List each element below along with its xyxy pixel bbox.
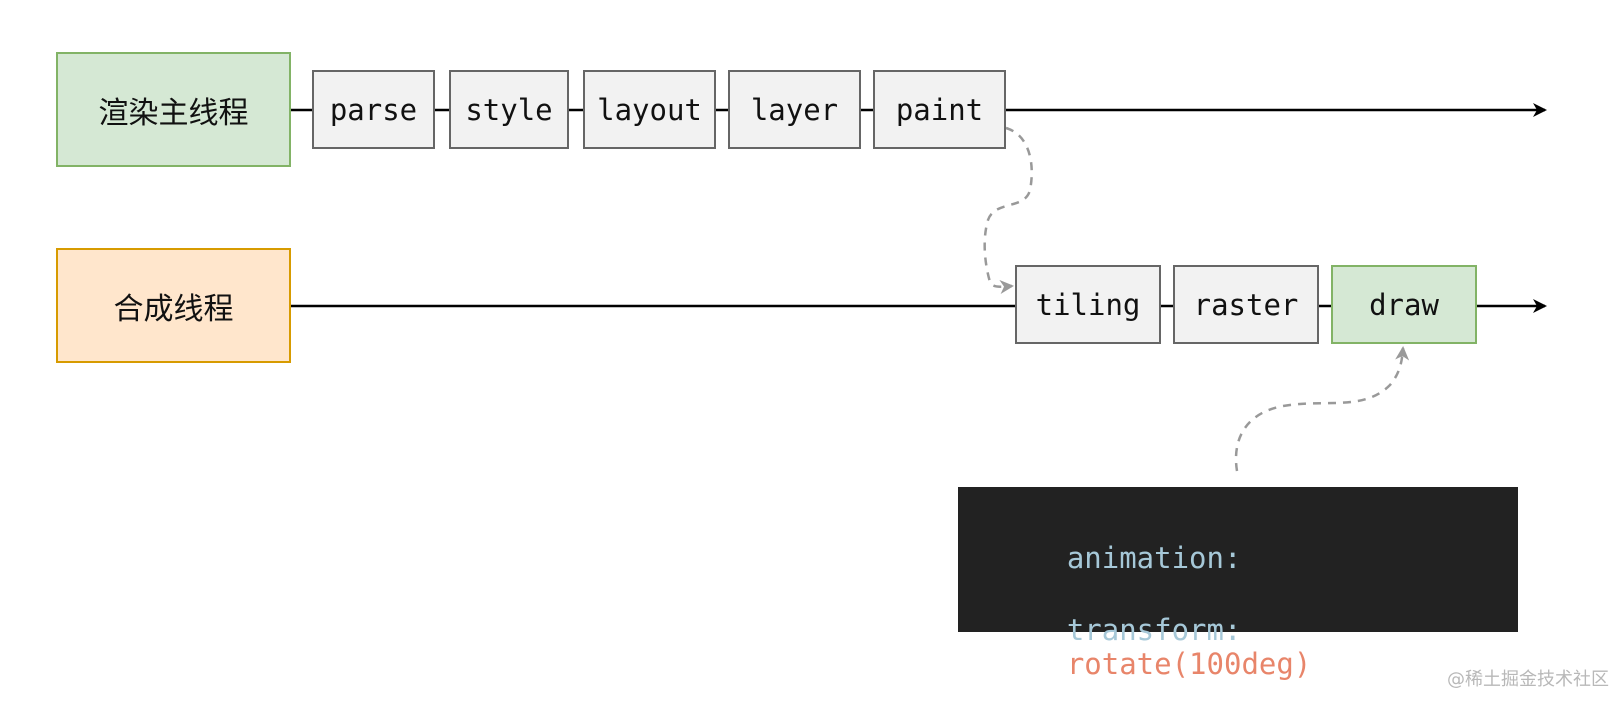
- code-property-transform: transform:: [1066, 613, 1242, 647]
- step-draw: draw: [1331, 265, 1477, 344]
- code-line-1: animation:: [997, 507, 1242, 609]
- step-raster: raster: [1173, 265, 1319, 344]
- code-snippet: animation: transform: rotate(100deg): [958, 487, 1518, 681]
- watermark: @稀土掘金技术社区: [1447, 669, 1609, 690]
- code-line-2: transform: rotate(100deg): [997, 579, 1311, 715]
- step-tiling: tiling: [1015, 265, 1161, 344]
- paint-to-tiling-arrow: [983, 126, 1034, 294]
- step-paint: paint: [873, 70, 1006, 149]
- code-value-rotate: rotate(100deg): [1066, 647, 1312, 681]
- code-property-animation: animation:: [1066, 541, 1242, 575]
- step-layout: layout: [583, 70, 716, 149]
- main-thread-label: 渲染主线程: [56, 52, 291, 167]
- step-parse: parse: [312, 70, 435, 149]
- step-style: style: [449, 70, 569, 149]
- code-to-draw-arrow: [1234, 346, 1410, 472]
- step-layer: layer: [728, 70, 861, 149]
- compositor-thread-label: 合成线程: [56, 248, 291, 363]
